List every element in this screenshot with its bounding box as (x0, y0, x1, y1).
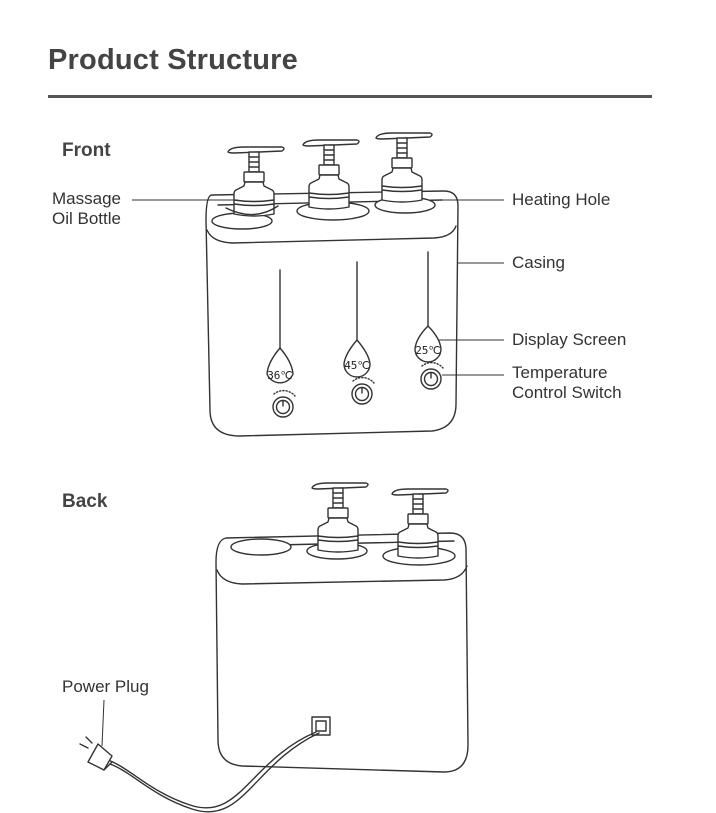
power-cord (107, 731, 320, 813)
back-casing (215, 532, 469, 773)
power-plug-leader-line (101, 699, 105, 747)
page-title: Product Structure (48, 44, 298, 76)
front-display-screens: 36℃ 45℃ 25℃ (266, 251, 442, 384)
display-screen-left-value: 36℃ (267, 369, 293, 382)
label-temperature-control-switch: Temperature Control Switch (512, 363, 622, 403)
label-massage-oil-bottle: Massage Oil Bottle (52, 189, 121, 229)
section-back-label: Back (62, 491, 108, 512)
display-screen-middle-value: 45℃ (344, 359, 370, 372)
label-power-plug: Power Plug (62, 677, 149, 696)
label-temperature-control-switch-line1: Temperature (512, 363, 608, 382)
front-bottle-left (225, 146, 285, 217)
label-massage-oil-bottle-line2: Oil Bottle (52, 209, 121, 228)
display-screen-right-value: 25℃ (415, 344, 441, 357)
power-plug (79, 736, 113, 771)
section-front-label: Front (62, 140, 111, 161)
title-divider (48, 95, 652, 98)
label-display-screen: Display Screen (512, 330, 627, 349)
label-casing: Casing (512, 253, 565, 272)
label-temperature-control-switch-line2: Control Switch (512, 383, 622, 402)
label-massage-oil-bottle-line1: Massage (52, 189, 121, 208)
label-heating-hole: Heating Hole (512, 190, 611, 209)
back-power-socket (311, 716, 331, 736)
front-leader-lines (132, 199, 504, 376)
